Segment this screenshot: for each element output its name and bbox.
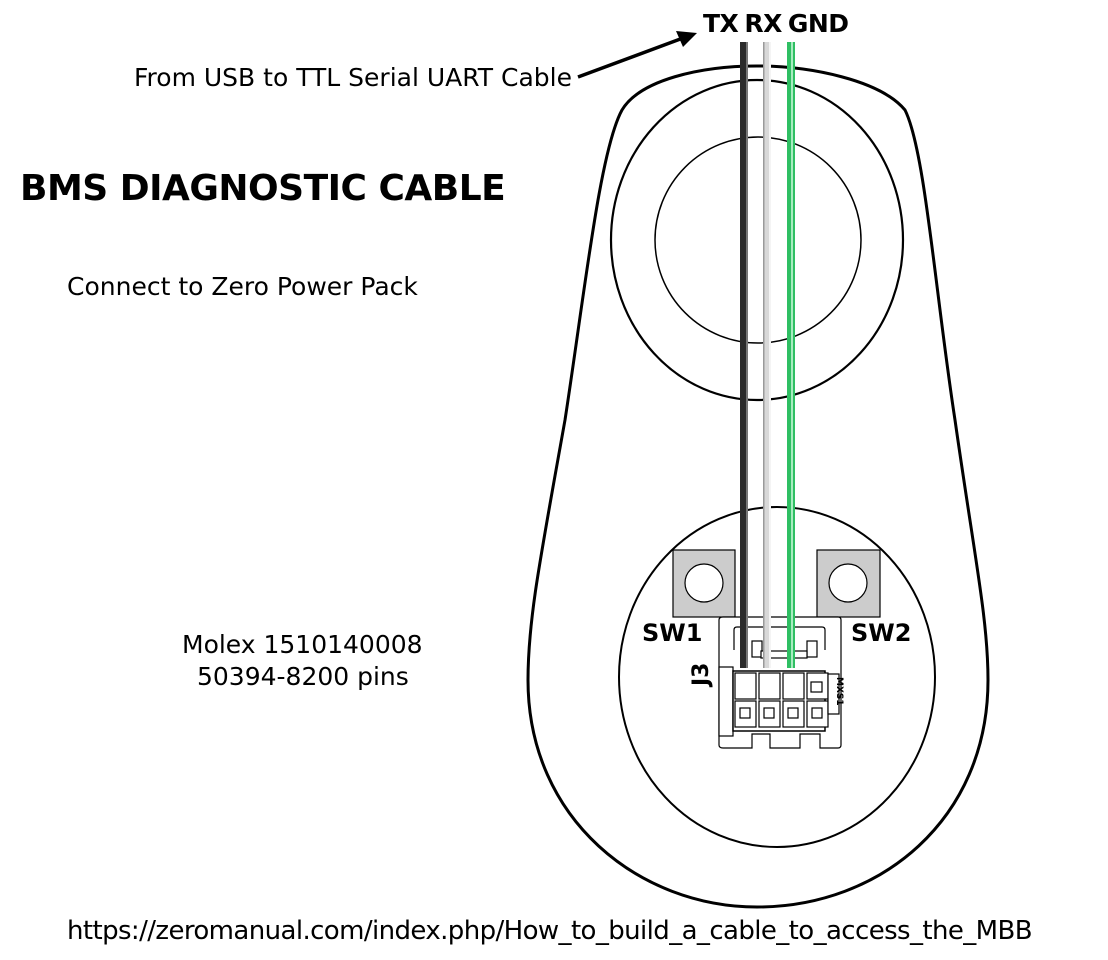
wire-label-rx: RX bbox=[744, 9, 782, 38]
j3-label: J3 bbox=[689, 663, 714, 689]
sw1-pad bbox=[672, 549, 736, 618]
source-url[interactable]: https://zeromanual.com/index.php/How_to_… bbox=[67, 916, 1033, 946]
wire-label-gnd: GND bbox=[787, 9, 849, 38]
wire-rx bbox=[763, 42, 771, 668]
j3-connector bbox=[718, 616, 842, 749]
wire-tx bbox=[740, 42, 748, 668]
arrow-icon bbox=[577, 31, 697, 79]
wire-gnd bbox=[787, 42, 795, 668]
connect-label: Connect to Zero Power Pack bbox=[67, 272, 418, 301]
board-circle bbox=[618, 506, 936, 848]
wire-label-tx: TX bbox=[703, 9, 739, 38]
pins-part-label: 50394-8200 pins bbox=[197, 662, 409, 691]
upper-ring bbox=[609, 78, 905, 402]
connector-mark-label: MXS1 bbox=[834, 677, 844, 706]
page-title: BMS DIAGNOSTIC CABLE bbox=[20, 168, 506, 209]
upper-inner-circle bbox=[654, 136, 862, 344]
pack-outline bbox=[526, 64, 990, 909]
from-cable-label: From USB to TTL Serial UART Cable bbox=[134, 63, 573, 92]
sw1-label: SW1 bbox=[642, 619, 702, 647]
sw2-pad bbox=[816, 549, 881, 618]
molex-part-label: Molex 1510140008 bbox=[182, 630, 423, 659]
sw2-label: SW2 bbox=[851, 619, 911, 647]
